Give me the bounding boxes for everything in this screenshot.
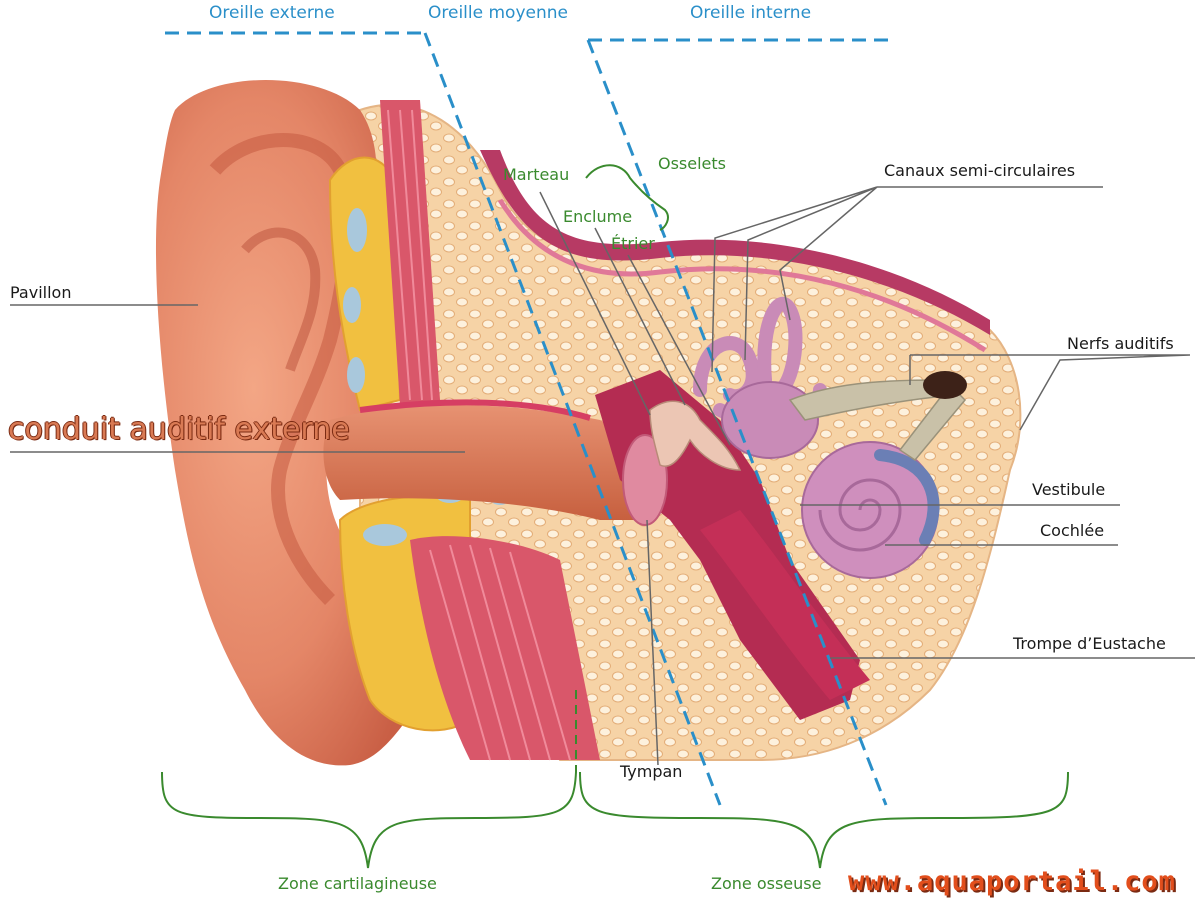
site-watermark: www.aquaportail.com bbox=[848, 866, 1176, 897]
marteau-label: Marteau bbox=[503, 165, 570, 184]
osselets-label: Osselets bbox=[658, 154, 727, 173]
vestibule-label: Vestibule bbox=[1032, 480, 1106, 499]
marteau-leader bbox=[539, 191, 651, 416]
canaux-label: Canaux semi-circulaires bbox=[884, 161, 1076, 180]
enclume-leader bbox=[594, 227, 686, 406]
etrier-label: Étrier bbox=[611, 234, 655, 253]
etrier-leader bbox=[627, 254, 731, 446]
outer-ear-section-title: Oreille externe bbox=[209, 3, 335, 23]
nerfs-leader bbox=[909, 354, 1191, 431]
canaux-leader bbox=[711, 186, 1103, 373]
osselets-brace bbox=[585, 164, 669, 231]
trompe-label: Trompe d’Eustache bbox=[1013, 634, 1166, 653]
dura-membrane bbox=[480, 150, 990, 335]
bone-zone-label: Zone osseuse bbox=[711, 874, 822, 893]
pavillon-label: Pavillon bbox=[10, 283, 72, 302]
middle-inner-divider bbox=[586, 39, 888, 806]
tympan-label: Tympan bbox=[620, 762, 683, 781]
muscle-lower bbox=[410, 536, 600, 760]
enclume-label: Enclume bbox=[563, 207, 633, 226]
bone-zone-brace bbox=[579, 771, 1069, 869]
middle-ear-section-title: Oreille moyenne bbox=[428, 3, 568, 23]
ossicles-shape bbox=[649, 400, 742, 471]
nerfs-label: Nerfs auditifs bbox=[1067, 334, 1174, 353]
cochlee-label: Cochlée bbox=[1040, 521, 1105, 540]
ear-canal-shape bbox=[323, 405, 640, 520]
inner-ear-section-title: Oreille interne bbox=[690, 3, 812, 23]
cartilage-zone-brace bbox=[161, 771, 577, 869]
tympan-leader bbox=[646, 519, 659, 766]
outer-middle-divider bbox=[423, 32, 722, 806]
eardrum-shape bbox=[622, 434, 668, 526]
cartilage-fat bbox=[328, 156, 402, 412]
eustachian-tube-shape bbox=[700, 510, 870, 700]
conduit-label: conduit auditif externe bbox=[8, 412, 350, 447]
cartilage-zone-label: Zone cartilagineuse bbox=[278, 874, 437, 893]
